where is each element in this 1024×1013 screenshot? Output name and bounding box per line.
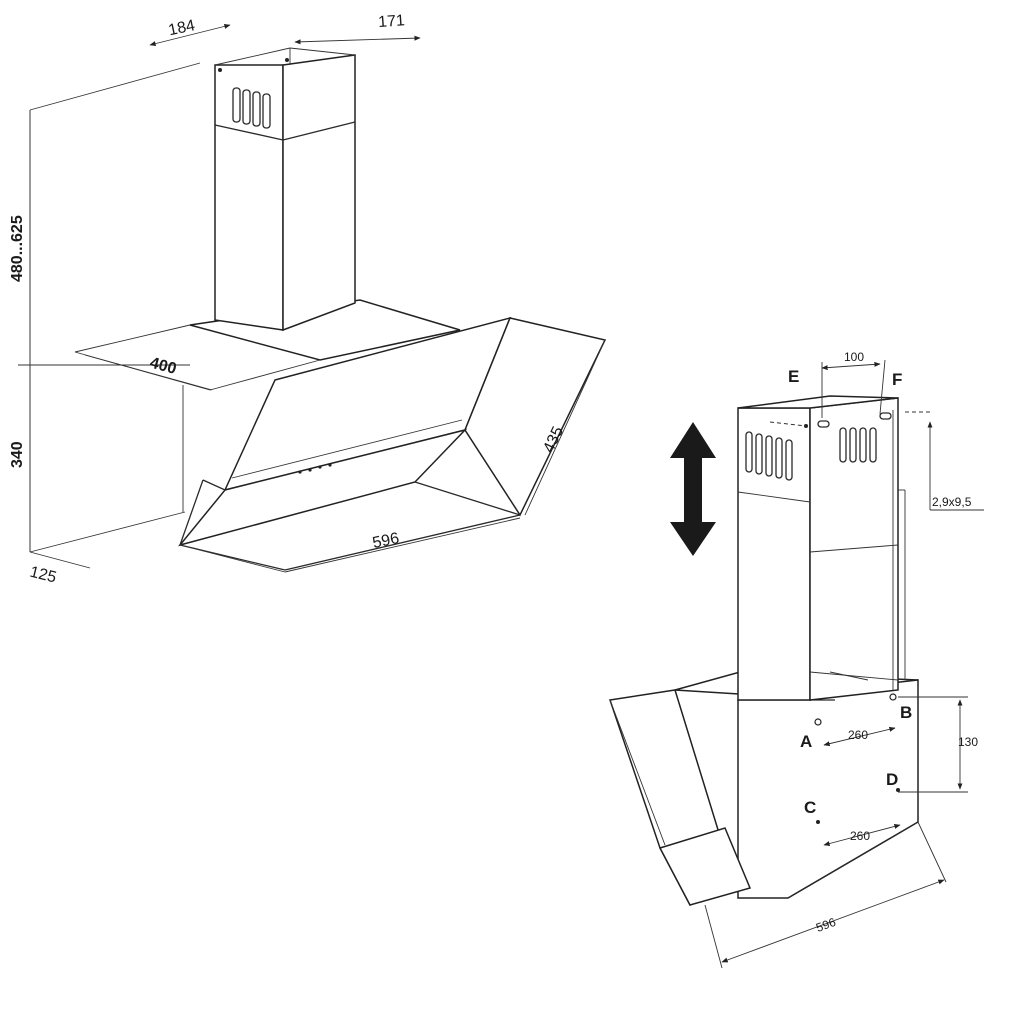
dim-596-left: 596: [371, 530, 401, 552]
dim-100: 100: [844, 350, 864, 364]
label-e: E: [788, 367, 799, 386]
chimney: [214, 47, 356, 332]
dim-340: 340: [9, 441, 26, 468]
label-d: D: [886, 770, 898, 789]
hood-upper-chimney: [737, 395, 906, 701]
dim-260-top: 260: [848, 728, 868, 742]
dim-480-625: 480...625: [9, 215, 26, 282]
label-a: A: [800, 732, 812, 751]
right-mounting-drawing: 100 E F 2,9x9,5 A B C D 260 260 130 596: [609, 350, 984, 969]
dim-260-bottom: 260: [850, 829, 870, 843]
label-f: F: [892, 370, 902, 389]
left-hood-drawing: 184 171 480...625 400 340 435 596 125: [9, 12, 607, 587]
dim-184: 184: [167, 17, 197, 39]
dim-130: 130: [958, 735, 978, 749]
hood-lower-body: [609, 671, 919, 906]
wall-outline: [18, 62, 201, 553]
dim-400: 400: [148, 355, 178, 378]
height-adjust-arrow-icon: [670, 422, 716, 556]
dim-596-right: 596: [814, 915, 838, 935]
label-b: B: [900, 703, 912, 722]
hood-body: [177, 316, 607, 571]
dim-125: 125: [28, 564, 58, 587]
dim-2-9x9-5: 2,9x9,5: [932, 495, 972, 509]
label-c: C: [804, 798, 816, 817]
dim-171: 171: [378, 12, 406, 31]
